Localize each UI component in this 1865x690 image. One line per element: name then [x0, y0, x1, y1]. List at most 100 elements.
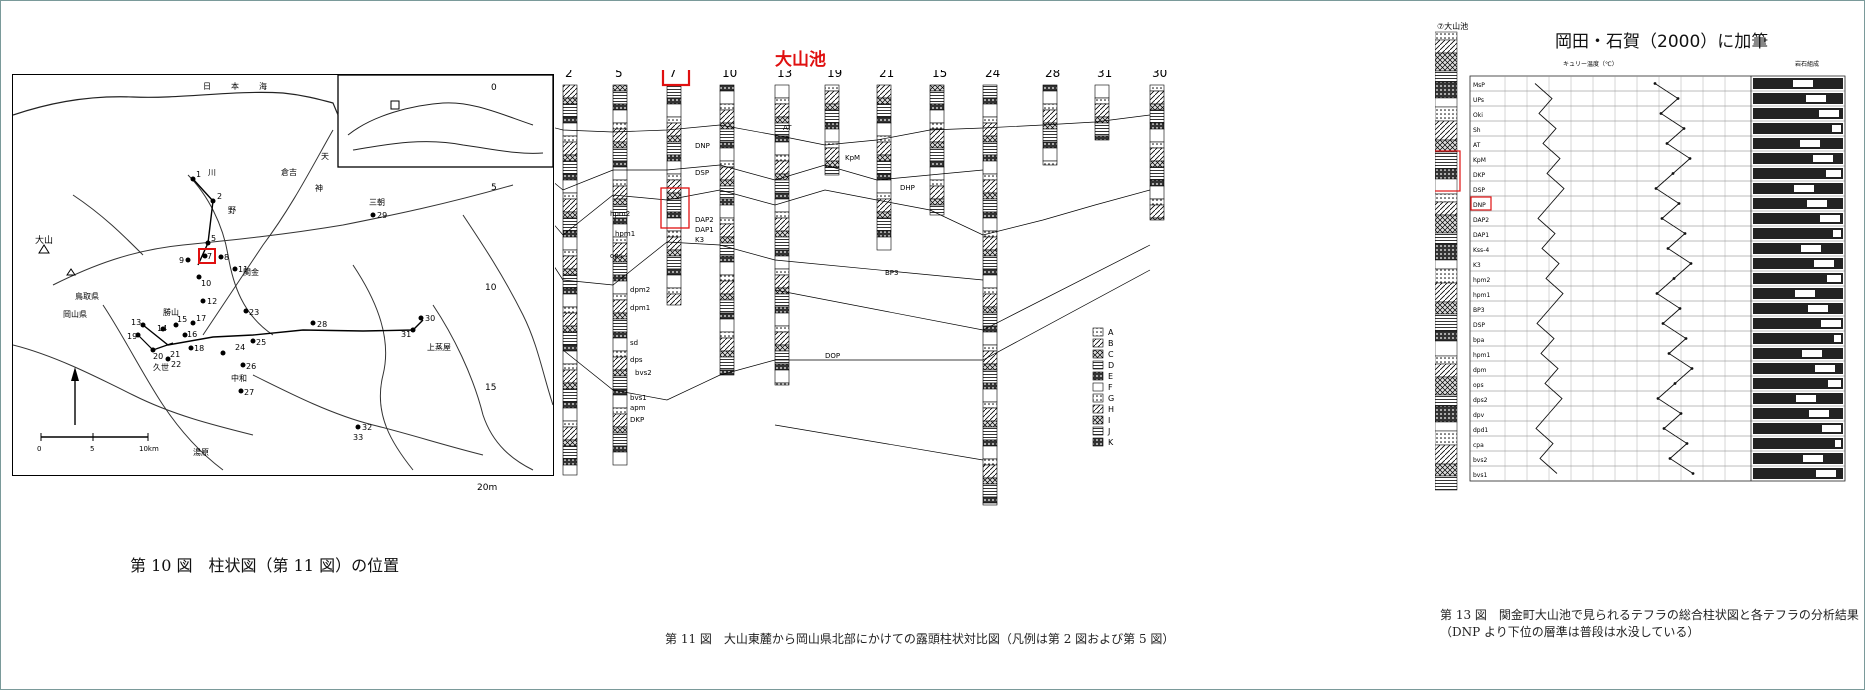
map-site-19: 19 — [127, 332, 137, 341]
column-layer — [562, 382, 578, 390]
column-layer — [982, 331, 998, 346]
map-site-14: 14 — [157, 324, 167, 333]
curie-point — [1662, 427, 1666, 430]
tephra-label: dpm1 — [630, 304, 650, 312]
composite-layer — [1434, 475, 1458, 491]
tephra-row-label: dps2 — [1473, 397, 1488, 404]
tephra-row-label: K3 — [1473, 262, 1481, 269]
column-layer — [982, 122, 998, 137]
curie-point — [1654, 187, 1658, 190]
legend-label: K — [1108, 438, 1114, 447]
tephra-label: sd — [630, 339, 638, 347]
curie-point — [1668, 457, 1672, 460]
map-site-21: 21 — [170, 350, 180, 359]
column-layer — [982, 382, 998, 390]
column-layer — [1042, 103, 1058, 111]
column-layer — [774, 331, 790, 346]
correlation-line — [774, 424, 984, 461]
column-layer — [612, 394, 628, 409]
column-layer — [774, 198, 790, 213]
column-layer — [612, 413, 628, 428]
composite-layer — [1434, 31, 1458, 41]
column-layer — [562, 179, 578, 194]
column-layer — [666, 173, 682, 181]
column-layer — [876, 160, 892, 175]
composite-layer — [1434, 330, 1458, 342]
column-layer — [666, 236, 682, 251]
tephra-row-label: MsP — [1473, 82, 1485, 89]
column-layer — [562, 426, 578, 441]
curie-point — [1682, 127, 1686, 130]
column-layer — [719, 109, 735, 124]
column-layer — [562, 160, 578, 175]
scale-label-10: 10km — [139, 445, 159, 453]
composition-bar — [1753, 123, 1843, 134]
column-layer — [562, 141, 578, 156]
map-label-kurayoshi: 倉吉 — [281, 167, 297, 177]
curie-point — [1688, 157, 1692, 160]
column-layer — [562, 445, 578, 460]
curie-point — [1671, 172, 1675, 175]
column-layer — [562, 116, 578, 124]
column-layer — [774, 135, 790, 143]
composition-bar — [1753, 423, 1843, 434]
map-label-nichi: 日 — [203, 82, 211, 91]
column-layer — [562, 312, 578, 327]
column-layer — [612, 109, 628, 124]
column-layer — [876, 84, 892, 99]
curie-point — [1661, 322, 1665, 325]
column-layer — [876, 103, 892, 118]
scale-label-5: 5 — [90, 445, 94, 453]
column-layer — [612, 337, 628, 352]
column-layer — [774, 230, 790, 238]
composition-bar — [1753, 108, 1843, 119]
column-layer — [982, 306, 998, 314]
column-layer — [666, 287, 682, 295]
site-label: ⑦大山池 — [1437, 21, 1468, 31]
column-layer — [719, 223, 735, 238]
column-layer — [666, 154, 682, 162]
column-layer — [774, 217, 790, 232]
column-layer — [1149, 90, 1165, 105]
column-layer — [612, 198, 628, 206]
curie-point — [1690, 367, 1694, 370]
column-layer — [982, 135, 998, 143]
column-layer — [612, 293, 628, 301]
column-layer — [612, 84, 628, 92]
strat-column: 13 — [774, 66, 792, 386]
column-number: 5 — [615, 70, 623, 80]
map-site-25: 25 — [256, 338, 266, 347]
composition-bar — [1753, 258, 1843, 269]
map-site-29: 29 — [377, 211, 387, 220]
composite-layer — [1434, 81, 1458, 99]
column-layer — [1149, 185, 1165, 200]
composition-gap — [1821, 320, 1841, 327]
composite-layer — [1434, 421, 1458, 432]
map-site-15: 15 — [177, 315, 187, 324]
map-site-18: 18 — [194, 344, 204, 353]
column-layer — [1149, 128, 1165, 143]
correlation-line — [523, 219, 984, 286]
composition-gap — [1820, 215, 1840, 222]
composite-layer — [1434, 259, 1458, 270]
depth-10: 10 — [485, 283, 497, 293]
column-layer — [982, 211, 998, 219]
composite-layer — [1434, 282, 1458, 303]
column-layer — [612, 103, 628, 111]
correlation-line — [774, 244, 1151, 331]
column-layer — [774, 306, 790, 314]
column-layer — [719, 141, 735, 149]
column-layer — [1149, 179, 1165, 187]
column-layer — [612, 122, 628, 130]
column-layer — [774, 274, 790, 289]
composite-layer — [1434, 405, 1458, 423]
map-label-umi: 海 — [259, 81, 267, 91]
column-layer — [562, 458, 578, 466]
tephra-label: hpm2 — [610, 210, 630, 218]
tephra-row-label: DKP — [1473, 172, 1486, 179]
column-layer — [929, 90, 945, 105]
column-layer — [666, 211, 682, 219]
composite-layer — [1434, 97, 1458, 108]
column-layer — [562, 255, 578, 270]
column-layer — [719, 90, 735, 105]
